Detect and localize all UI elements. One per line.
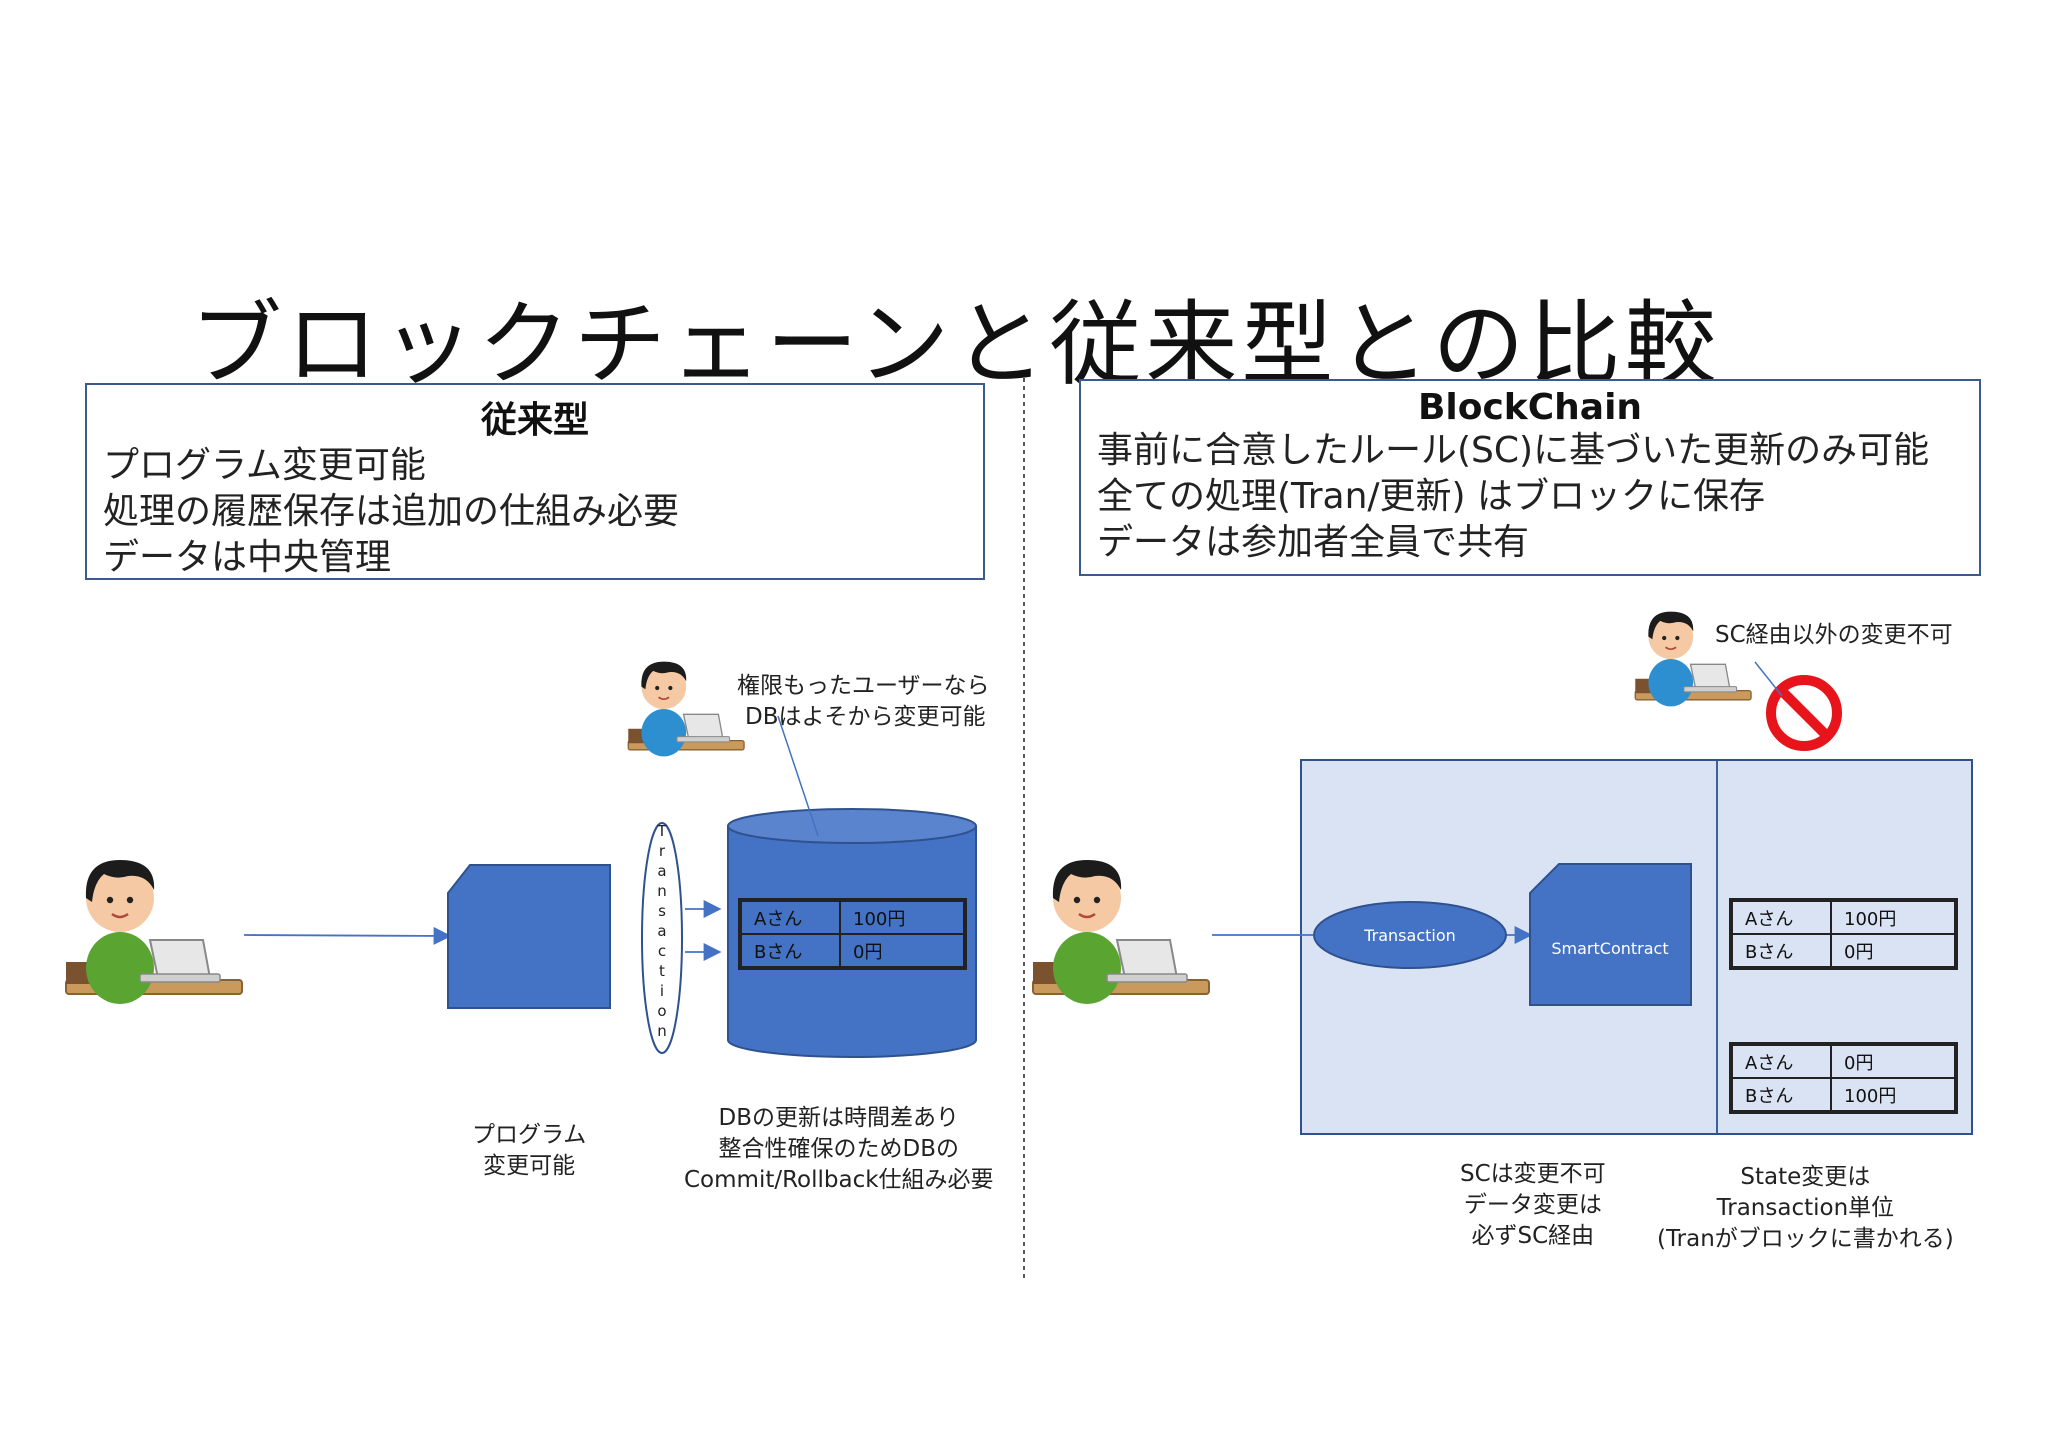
db-note-line-2: 整合性確保のためDBの (718, 1136, 960, 1162)
db-row2-value: 0円 (840, 934, 964, 967)
blockchain-point-1: 事前に合意したルール(SC)に基づいた更新のみ可能 (1097, 430, 1930, 471)
state-after-row2-name: Bさん (1732, 1078, 1831, 1111)
traditional-point-2: 処理の履歴保存は追加の仕組み必要 (103, 491, 680, 532)
state-before-row2-name: Bさん (1732, 934, 1831, 967)
transaction-letter: n (657, 1022, 667, 1040)
transaction-letter: i (660, 982, 664, 1000)
admin-note: 権限もったユーザーなら DBはよそから変更可能 (737, 671, 990, 733)
sc-note-connector (1754, 661, 1783, 697)
blockchain-point-2: 全ての処理(Tran/更新) はブロックに保存 (1097, 476, 1766, 517)
transaction-letter: a (657, 922, 666, 940)
admin-note-line-1: 権限もったユーザーなら (737, 673, 990, 699)
db-row1-value: 100円 (840, 901, 964, 934)
state-before-row1-name: Aさん (1732, 901, 1831, 934)
db-row1-name: Aさん (741, 901, 840, 934)
forbidden-icon-slash (1777, 686, 1831, 740)
blockchain-summary-box: BlockChain 事前に合意したルール(SC)に基づいた更新のみ可能 全ての… (1079, 379, 1981, 576)
transaction-letter: n (657, 882, 667, 900)
transaction-ellipse (641, 822, 683, 1054)
program-shape (447, 864, 611, 1009)
state-before-row2-value: 0円 (1831, 934, 1955, 967)
sc-caption: SCは変更不可 データ変更は 必ずSC経由 (1460, 1159, 1606, 1252)
state-after-table: Aさん 0円 Bさん 100円 (1729, 1042, 1958, 1114)
transaction-letter: o (657, 1002, 666, 1020)
database-cylinder (727, 826, 977, 1058)
db-row2-name: Bさん (741, 934, 840, 967)
program-note-line-2: 変更可能 (483, 1153, 576, 1179)
smartcontract-shape (1529, 863, 1692, 1006)
state-after-row1-name: Aさん (1732, 1045, 1831, 1078)
sc-only-note: SC経由以外の変更不可 (1715, 622, 1953, 648)
transaction-letter: s (658, 902, 666, 920)
blockchain-heading: BlockChain (1417, 387, 1643, 428)
traditional-point-3: データは中央管理 (103, 537, 392, 578)
db-note: DBの更新は時間差あり 整合性確保のためDBの Commit/Rollback仕… (684, 1103, 994, 1196)
transaction-oval-label: Transaction (1363, 926, 1456, 945)
state-caption: State変更は Transaction単位 (Tranがブロックに書かれる) (1657, 1162, 1954, 1255)
state-caption-line-1: State変更は (1740, 1164, 1871, 1190)
database-top-icon (727, 808, 977, 844)
transaction-letter: a (657, 862, 666, 880)
arrow-user-to-program (243, 926, 452, 945)
person-user-icon (64, 858, 244, 1006)
db-table: Aさん 100円 Bさん 0円 (738, 898, 967, 970)
state-before-table: Aさん 100円 Bさん 0円 (1729, 898, 1958, 970)
traditional-point-1: プログラム変更可能 (103, 445, 426, 486)
traditional-heading: 従来型 (480, 400, 589, 441)
blockchain-point-3: データは参加者全員で共有 (1097, 522, 1530, 563)
transaction-letter: T (656, 822, 667, 840)
state-caption-line-2: Transaction単位 (1716, 1195, 1895, 1221)
admin-note-connector (777, 715, 819, 837)
admin-note-line-2: DBはよそから変更可能 (745, 704, 986, 730)
state-after-row2-value: 100円 (1831, 1078, 1955, 1111)
transaction-letter: r (659, 842, 666, 860)
sc-caption-line-3: 必ずSC経由 (1471, 1223, 1595, 1249)
state-caption-line-3: (Tranがブロックに書かれる) (1657, 1226, 1954, 1252)
db-note-line-1: DBの更新は時間差あり (718, 1105, 960, 1131)
sc-caption-line-2: データ変更は (1463, 1192, 1602, 1218)
smartcontract-label: SmartContract (1551, 939, 1668, 958)
transaction-letter: t (659, 962, 665, 980)
state-after-row1-value: 0円 (1831, 1045, 1955, 1078)
person-user-icon-right (1031, 858, 1211, 1006)
person-admin-icon (627, 660, 745, 758)
db-note-line-3: Commit/Rollback仕組み必要 (684, 1167, 994, 1193)
sc-caption-line-1: SCは変更不可 (1460, 1161, 1606, 1187)
transaction-letter: c (658, 942, 666, 960)
program-note: プログラム 変更可能 (472, 1120, 586, 1182)
traditional-summary-box: 従来型 プログラム変更可能 処理の履歴保存は追加の仕組み必要 データは中央管理 (85, 383, 985, 580)
program-note-line-1: プログラム (472, 1122, 587, 1148)
transaction-oval (1313, 901, 1507, 969)
state-before-row1-value: 100円 (1831, 901, 1955, 934)
